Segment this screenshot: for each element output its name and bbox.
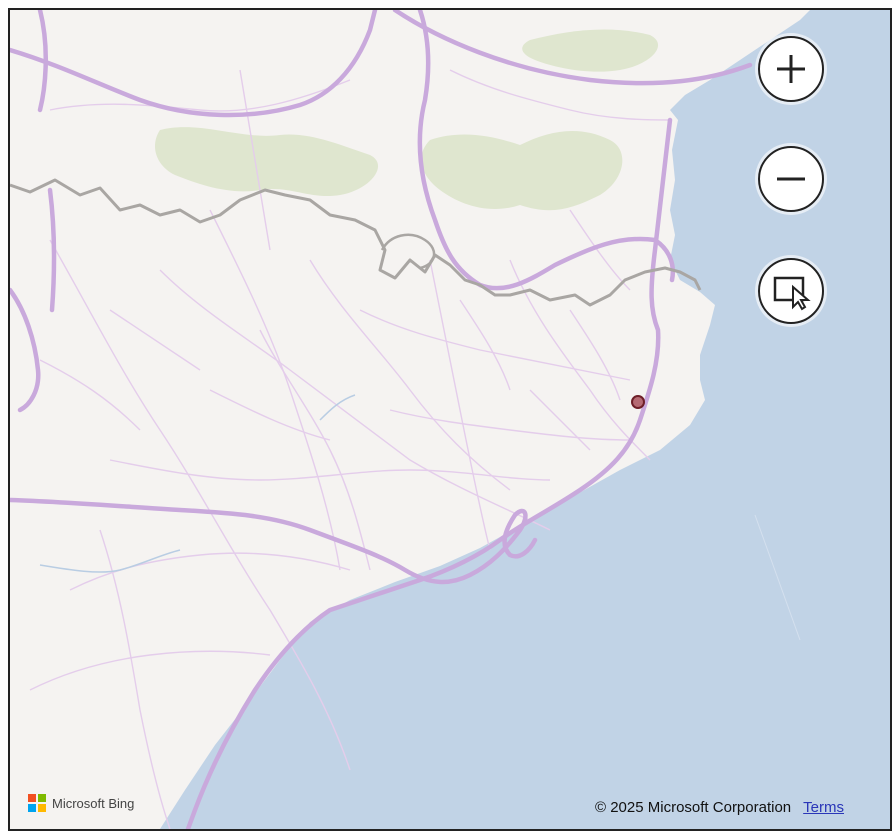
logo-square-blue — [28, 804, 36, 812]
plus-icon — [777, 55, 805, 83]
zoom-in-button[interactable] — [758, 36, 824, 102]
terms-link[interactable]: Terms — [803, 799, 844, 816]
rivers — [39, 394, 356, 573]
attribution: © 2025 Microsoft Corporation Terms — [595, 799, 844, 816]
minor-roads — [29, 69, 671, 829]
forest-patches — [155, 29, 659, 211]
brand-label: Microsoft Bing — [52, 795, 135, 811]
border-loop — [380, 233, 436, 270]
zoom-out-button[interactable] — [758, 146, 824, 212]
map-frame[interactable]: Microsoft Bing © 2025 Microsoft Corporat… — [8, 8, 892, 831]
logo-square-yellow — [38, 804, 46, 812]
sea-lines — [754, 514, 801, 641]
location-marker[interactable] — [631, 395, 645, 409]
logo-square-red — [28, 794, 36, 802]
logo-square-green — [38, 794, 46, 802]
copyright-text: © 2025 Microsoft Corporation — [595, 799, 792, 816]
select-area-button[interactable] — [758, 258, 824, 324]
microsoft-logo-icon — [28, 794, 46, 812]
country-border — [10, 178, 702, 307]
minus-icon — [777, 177, 805, 181]
sea-area — [160, 10, 890, 829]
select-area-icon — [773, 276, 811, 311]
map-canvas[interactable] — [10, 10, 890, 829]
bing-brand: Microsoft Bing — [28, 794, 134, 812]
